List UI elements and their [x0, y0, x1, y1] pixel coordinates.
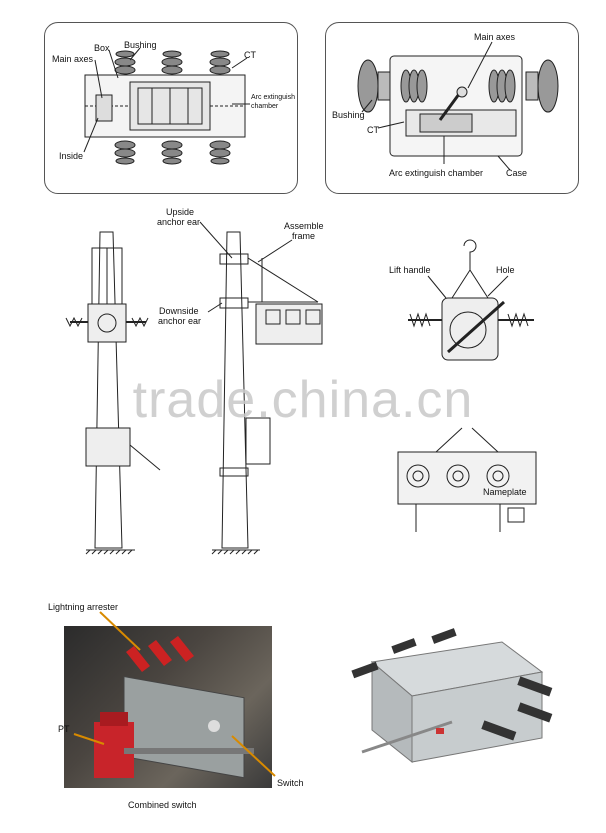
watermark: trade.china.cn [132, 371, 474, 429]
label-arc-chamber-2: chamber [251, 103, 279, 110]
label-lift-handle: Lift handle [389, 265, 431, 275]
label-downside-1: Downside [159, 306, 199, 316]
label-nameplate: Nameplate [483, 487, 527, 497]
label-combined-switch: Combined switch [128, 800, 197, 810]
label-inside: Inside [59, 151, 84, 161]
label-bushing: Bushing [124, 40, 157, 50]
label-ct: CT [244, 50, 256, 60]
label-main-axes: Main axes [52, 54, 94, 64]
label-bushing-right: Bushing [332, 110, 365, 120]
recloser-photo [332, 612, 580, 790]
label-downside-2: anchor ear [158, 316, 202, 326]
label-main-axes-right: Main axes [474, 32, 516, 42]
recloser-art [351, 628, 553, 764]
label-lightning-arrester: Lightning arrester [48, 602, 119, 612]
label-case: Case [506, 168, 528, 178]
label-upside-1: Upside [166, 207, 195, 217]
label-upside-2: anchor ear [157, 217, 201, 227]
label-arc-chamber-right: Arc extinguish chamber [389, 168, 484, 178]
label-box: Box [94, 43, 110, 53]
label-arc-chamber-1: Arc extinguish [251, 94, 295, 101]
label-ct-right: CT [367, 125, 379, 135]
label-assemble-2: frame [292, 231, 316, 241]
label-pt: PT [58, 724, 70, 734]
combined-switch-photo [64, 626, 272, 788]
combined-switch-art [94, 636, 254, 779]
label-switch: Switch [277, 778, 304, 788]
label-hole: Hole [496, 265, 515, 275]
label-assemble-1: Assemble [284, 221, 324, 231]
